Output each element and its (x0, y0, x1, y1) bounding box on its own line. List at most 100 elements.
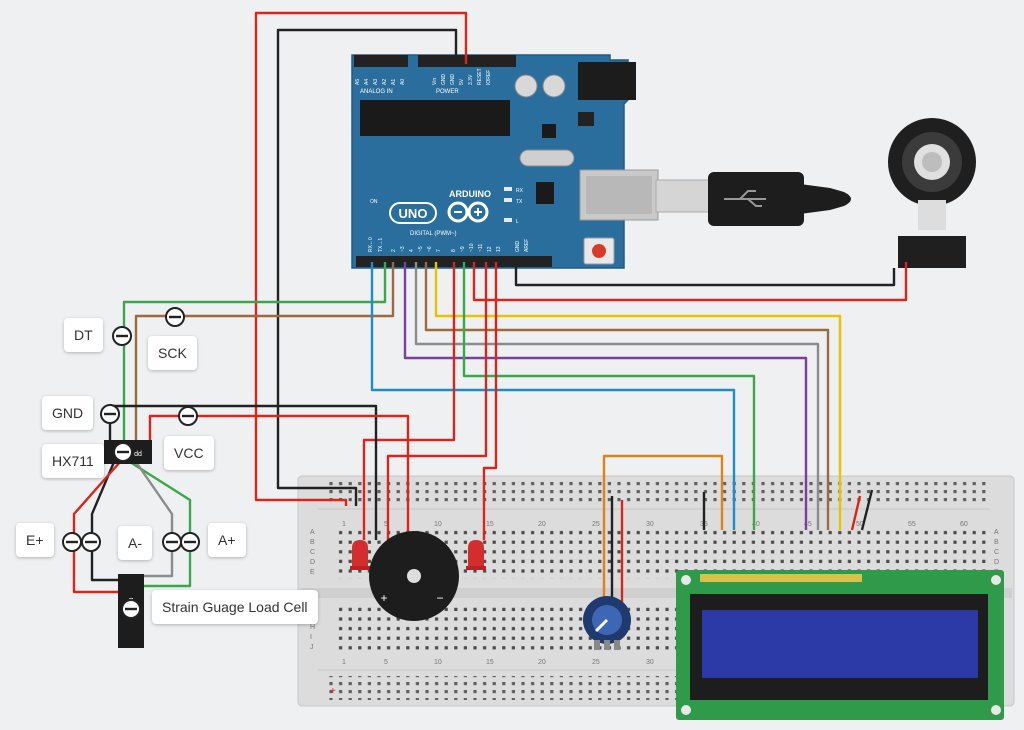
power-label: POWER (436, 89, 459, 95)
on-led-label: ON (370, 199, 378, 205)
pin-label: Vin (432, 78, 438, 85)
column-number: 15 (486, 521, 494, 528)
gnd-label: GND (42, 396, 94, 430)
row-letter: I (310, 634, 312, 641)
column-number: 25 (592, 521, 600, 528)
rx-led-label: RX (516, 188, 524, 194)
lcd-screen (702, 610, 978, 678)
led-right[interactable] (466, 540, 486, 570)
digital-label: DIGITAL (PWM~) (410, 231, 457, 237)
capacitor (514, 74, 538, 98)
column-number: 50 (856, 521, 864, 528)
pin-label: 13 (496, 246, 502, 252)
hx711-chip-text: dd (134, 451, 142, 458)
column-number: 55 (908, 521, 916, 528)
minus-circle-icon (100, 404, 120, 424)
pin-label: 4 (409, 249, 415, 252)
column-number: 60 (960, 521, 968, 528)
arduino-logo-icon (447, 201, 489, 223)
pin-label: TX→1 (378, 238, 384, 252)
analog-in-label: ANALOG IN (360, 89, 393, 95)
pin-label: GND (515, 241, 521, 253)
column-number: 1 (342, 659, 346, 666)
column-number: 5 (384, 659, 388, 666)
pin-label: IOREF (486, 70, 492, 85)
column-number: 25 (592, 659, 600, 666)
pin-label: 8 (451, 249, 457, 252)
analog-header (354, 55, 408, 67)
minus-circle-icon (121, 599, 141, 619)
pin-label: RX←0 (368, 237, 374, 252)
a-minus-label: A- (118, 526, 152, 560)
column-number: 10 (434, 659, 442, 666)
pin-label: A2 (382, 79, 388, 85)
minus-circle-icon (113, 442, 133, 462)
pin-label: ~6 (427, 246, 433, 252)
rotary-encoder[interactable] (888, 118, 976, 268)
piezo-buzzer[interactable]: + − (369, 531, 459, 621)
minus-circle-icon (62, 532, 82, 552)
buzzer-plus-label: + (380, 591, 387, 605)
buzzer-minus-label: − (436, 591, 443, 605)
a-plus-label: A+ (208, 523, 246, 557)
sck-label: SCK (148, 336, 197, 370)
crystal-oscillator (519, 149, 575, 167)
pin-label: 12 (487, 246, 493, 252)
minus-circle-icon (178, 406, 198, 426)
pin-label: A1 (391, 79, 397, 85)
pin-label: ~9 (460, 246, 466, 252)
connector-markers (62, 307, 200, 619)
capacitor (542, 74, 566, 98)
pin-label: 2 (391, 249, 397, 252)
minus-circle-icon (112, 326, 132, 346)
column-number: 1 (342, 521, 346, 528)
rail-plus-label: + (330, 686, 336, 697)
vcc-label: VCC (164, 436, 214, 470)
minus-circle-icon (162, 532, 182, 552)
board-model-label: UNO (399, 206, 428, 221)
column-number: 5 (384, 521, 388, 528)
row-letter: J (310, 644, 314, 651)
column-number: 10 (434, 521, 442, 528)
pin-label: ~10 (469, 243, 475, 252)
pin-label: ~5 (418, 246, 424, 252)
row-letter: C (994, 549, 999, 556)
center-channel (300, 588, 1012, 598)
minus-circle-icon (180, 532, 200, 552)
l-led-label: L (516, 219, 519, 225)
tx-led-label: TX (516, 199, 523, 205)
wires (72, 11, 908, 604)
pin-label: ~11 (478, 244, 484, 252)
usb-cable (655, 172, 851, 226)
pin-label: GND (450, 74, 456, 86)
pin-label: ~3 (400, 246, 406, 252)
reset-button-cap[interactable] (592, 244, 606, 258)
potentiometer[interactable] (583, 596, 631, 650)
row-letter: H (310, 624, 315, 631)
row-letter: C (310, 549, 315, 556)
e-plus-label: E+ (16, 523, 54, 557)
column-number: 20 (538, 659, 546, 666)
row-letter: A (994, 529, 999, 536)
pin-label: A5 (355, 79, 361, 85)
hx711-label: HX711 (42, 444, 104, 478)
pin-label: AREF (524, 239, 530, 252)
column-number: 40 (752, 521, 760, 528)
row-letter: D (310, 559, 315, 566)
pin-label: 7 (436, 249, 442, 252)
board-brand-label: ARDUINO (449, 189, 491, 199)
column-number: 30 (646, 521, 654, 528)
arduino-uno-board[interactable]: UNO ARDUINO ANALOG IN POWER DIGITAL (PWM… (351, 54, 659, 269)
row-letter: E (310, 569, 315, 576)
row-letter: B (310, 539, 315, 546)
column-number: 15 (486, 659, 494, 666)
usb-icon (724, 190, 766, 207)
minus-circle-icon (81, 532, 101, 552)
row-letter: B (994, 539, 999, 546)
led-left[interactable] (350, 540, 370, 570)
pin-label: 3.3V (468, 74, 474, 85)
pin-label: A3 (373, 79, 379, 85)
minus-circle-icon (165, 307, 185, 327)
dt-label: DT (64, 318, 103, 352)
